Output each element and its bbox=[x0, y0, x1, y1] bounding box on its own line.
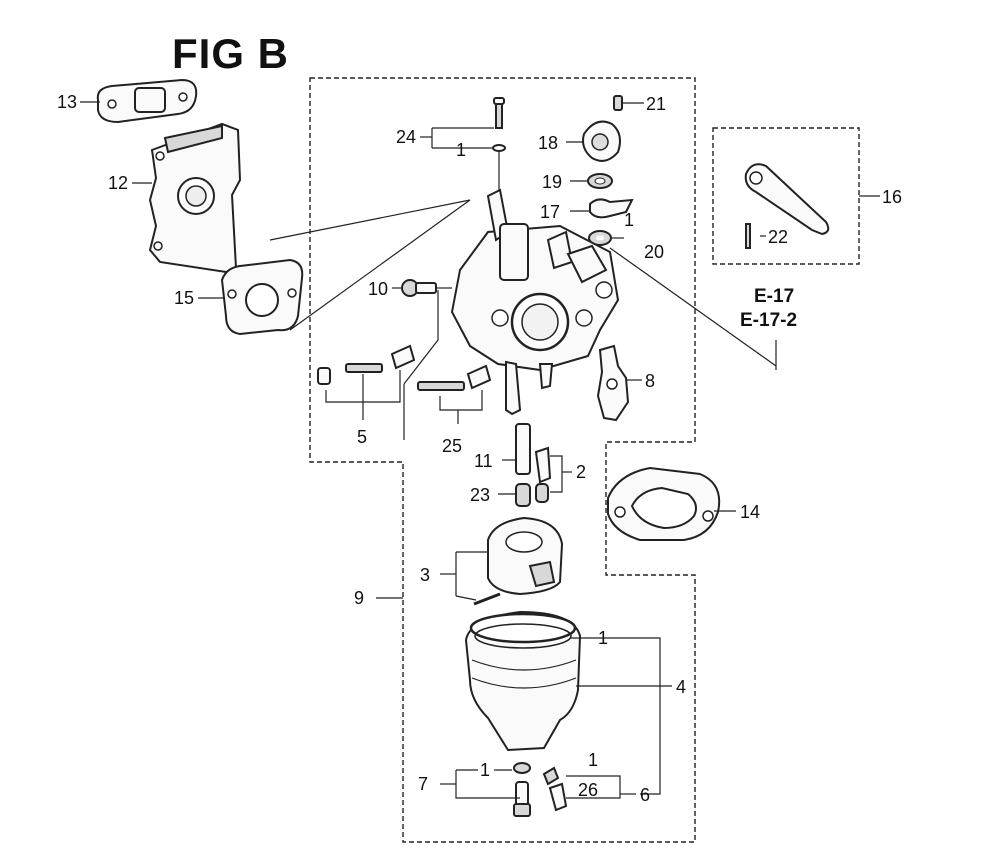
choke-lever-box bbox=[712, 127, 860, 265]
callout-1-bowl: 1 bbox=[598, 628, 608, 648]
callout-6: 6 bbox=[640, 785, 650, 805]
screw-icon bbox=[513, 762, 531, 817]
figure-title: FIG B bbox=[172, 30, 289, 77]
callout-1-right: 1 bbox=[624, 210, 634, 230]
assembly-9-boundary bbox=[309, 77, 696, 843]
spring-icon bbox=[589, 198, 634, 219]
insulator-plate-icon bbox=[148, 122, 242, 274]
callout-8: 8 bbox=[645, 371, 655, 391]
callout-2: 2 bbox=[576, 462, 586, 482]
callout-23: 23 bbox=[470, 485, 490, 505]
gasket-icon bbox=[220, 258, 304, 336]
screw-icon bbox=[542, 766, 568, 812]
screw-icon bbox=[417, 364, 492, 391]
callout-15: 15 bbox=[174, 288, 194, 308]
callout-24: 24 bbox=[396, 127, 416, 147]
callout-26: 26 bbox=[578, 780, 598, 800]
callout-19: 19 bbox=[542, 172, 562, 192]
reference-e17[interactable]: E-17 bbox=[754, 286, 795, 307]
reference-e17-2[interactable]: E-17-2 bbox=[740, 310, 798, 331]
jet-icon bbox=[515, 423, 552, 484]
choke-lever-icon bbox=[744, 163, 830, 249]
callout-1-bottom-left: 1 bbox=[480, 760, 490, 780]
callout-18: 18 bbox=[538, 133, 558, 153]
callout-1-bottom-right: 1 bbox=[588, 750, 598, 770]
gasket-icon bbox=[96, 78, 198, 124]
elbow-gasket-icon bbox=[607, 466, 721, 541]
screw-icon bbox=[613, 95, 623, 111]
callout-1-top: 1 bbox=[456, 140, 466, 160]
screw-icon bbox=[492, 97, 506, 152]
callout-5: 5 bbox=[357, 427, 367, 447]
screw-icon bbox=[401, 279, 437, 297]
callout-12: 12 bbox=[108, 173, 128, 193]
callout-22: 22 bbox=[768, 227, 788, 247]
callout-20: 20 bbox=[644, 242, 664, 262]
callout-14: 14 bbox=[740, 502, 760, 522]
callout-13: 13 bbox=[57, 92, 77, 112]
callout-10: 10 bbox=[368, 279, 388, 299]
nut-icon bbox=[587, 173, 613, 189]
spring-icon bbox=[515, 483, 549, 507]
carburetor-body-icon bbox=[450, 188, 620, 416]
float-valve-icon bbox=[596, 344, 630, 422]
callout-17: 17 bbox=[540, 202, 560, 222]
choke-knob-icon bbox=[582, 120, 621, 162]
float-bowl-icon bbox=[464, 610, 582, 752]
callout-9: 9 bbox=[354, 588, 364, 608]
screw-icon bbox=[317, 344, 416, 385]
callout-7: 7 bbox=[418, 774, 428, 794]
callout-4: 4 bbox=[676, 677, 686, 697]
washer-icon bbox=[588, 230, 612, 246]
callout-16: 16 bbox=[882, 187, 902, 207]
float-icon bbox=[473, 516, 564, 606]
callout-25: 25 bbox=[442, 436, 462, 456]
callout-21: 21 bbox=[646, 94, 666, 114]
callout-3: 3 bbox=[420, 565, 430, 585]
callout-11: 11 bbox=[474, 451, 493, 471]
